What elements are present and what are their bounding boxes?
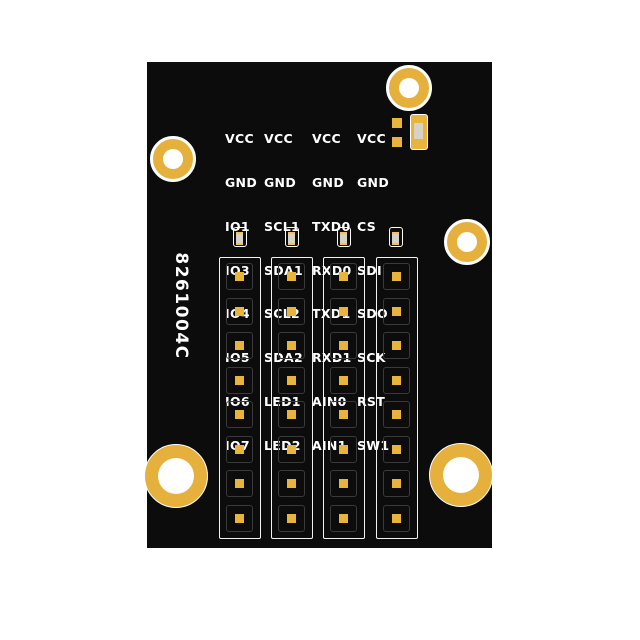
led-indicator xyxy=(389,227,403,247)
header-pin xyxy=(330,435,357,463)
silk-label: GND xyxy=(312,174,344,190)
header-pin xyxy=(330,504,357,532)
header-pin xyxy=(330,470,357,497)
mounting-hole-top-right xyxy=(386,65,432,111)
pin-header-strip xyxy=(271,257,313,539)
header-pin xyxy=(383,435,410,463)
mounting-hole-bottom-left xyxy=(144,444,208,508)
smd-resistor-pads xyxy=(392,116,406,150)
led-indicator xyxy=(337,227,351,247)
silk-label: SW1 xyxy=(357,437,390,453)
silk-label: CS xyxy=(357,218,377,234)
header-pin xyxy=(383,470,410,497)
header-pin xyxy=(383,504,410,532)
silk-label: IO5 xyxy=(225,350,250,366)
silk-label: SDA2 xyxy=(264,350,303,366)
header-pin xyxy=(278,332,305,359)
header-pin xyxy=(278,366,305,394)
silk-label: VCC xyxy=(312,131,341,147)
header-pin xyxy=(383,263,410,290)
header-pin xyxy=(383,366,410,394)
silk-label: AIN1 xyxy=(312,437,347,453)
header-pin xyxy=(226,332,253,359)
mounting-hole-left xyxy=(150,136,196,182)
silk-label: AIN0 xyxy=(312,393,347,409)
header-pin xyxy=(226,366,253,394)
label-column-uart: VCC GND TXD0 RXD0 TXD1 RXD1 AIN0 AIN1 xyxy=(312,103,352,482)
silk-label: IO1 xyxy=(225,218,250,234)
header-pin xyxy=(278,470,305,497)
header-pin xyxy=(278,297,305,325)
silk-label: VCC xyxy=(357,131,386,147)
pin-header-strip xyxy=(219,257,261,539)
silk-label: SDI xyxy=(357,262,382,278)
silk-label: GND xyxy=(225,174,257,190)
header-pin xyxy=(226,504,253,532)
silk-label: GND xyxy=(357,174,389,190)
mounting-hole-bottom-right xyxy=(429,443,493,507)
silk-label: TXD0 xyxy=(312,218,351,234)
header-pin xyxy=(278,504,305,532)
header-pin xyxy=(278,401,305,428)
smd-capacitor xyxy=(410,114,428,150)
led-indicator xyxy=(233,227,247,247)
header-pin xyxy=(330,297,357,325)
pin-header-strip xyxy=(376,257,418,539)
header-pin xyxy=(278,435,305,463)
header-pin xyxy=(330,366,357,394)
header-pin xyxy=(226,297,253,325)
mounting-hole-right xyxy=(444,219,490,265)
header-pin xyxy=(383,332,410,359)
header-pin xyxy=(226,401,253,428)
pin-header-strip xyxy=(323,257,365,539)
header-pin xyxy=(226,435,253,463)
silk-label: VCC xyxy=(225,131,254,147)
silk-label: GND xyxy=(264,174,296,190)
header-pin xyxy=(226,470,253,497)
label-column-spi: VCC GND CS SDI SDO SCK RST SW1 xyxy=(357,103,389,482)
header-pin xyxy=(330,332,357,359)
header-pin xyxy=(383,401,410,428)
silk-label: SCL1 xyxy=(264,218,301,234)
silk-label: RST xyxy=(357,393,386,409)
header-pin xyxy=(278,263,305,290)
silk-label: VCC xyxy=(264,131,293,147)
led-indicator xyxy=(285,227,299,247)
header-pin xyxy=(330,263,357,290)
label-column-io: VCC GND IO1 IO3 IO4 IO5 IO6 IO7 xyxy=(225,103,257,482)
header-pin xyxy=(226,263,253,290)
header-pin xyxy=(330,401,357,428)
board-code: 8261004C xyxy=(171,252,191,360)
header-pin xyxy=(383,297,410,325)
